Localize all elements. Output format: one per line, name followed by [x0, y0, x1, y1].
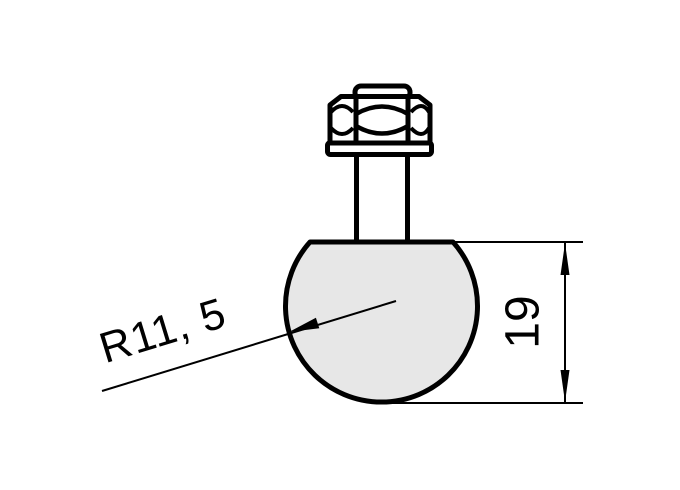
height-arrow-top	[560, 243, 570, 275]
height-arrow-bottom	[560, 370, 570, 402]
height-dimension-label: 19	[497, 295, 550, 348]
radius-leader-line	[101, 300, 397, 392]
hex-nut-chamfer-arc-left-bottom	[329, 126, 355, 136]
hex-nut-outline	[327, 94, 433, 146]
radius-dimension-label: R11, 5	[94, 289, 232, 373]
hex-nut	[327, 94, 433, 146]
height-dimension: 19	[497, 243, 570, 402]
hex-nut-chamfer-arc-right-bottom	[409, 126, 431, 136]
hex-nut-chamfer-arc-right-top	[409, 104, 431, 114]
hex-nut-chamfer-arc-left-top	[329, 104, 355, 114]
stud-shaft	[354, 157, 410, 243]
radius-arrow	[289, 317, 320, 332]
hex-nut-chamfer-arc-center-top	[354, 104, 410, 116]
ball-head	[283, 239, 480, 405]
hex-nut-chamfer-arc-center-bottom	[354, 124, 410, 136]
